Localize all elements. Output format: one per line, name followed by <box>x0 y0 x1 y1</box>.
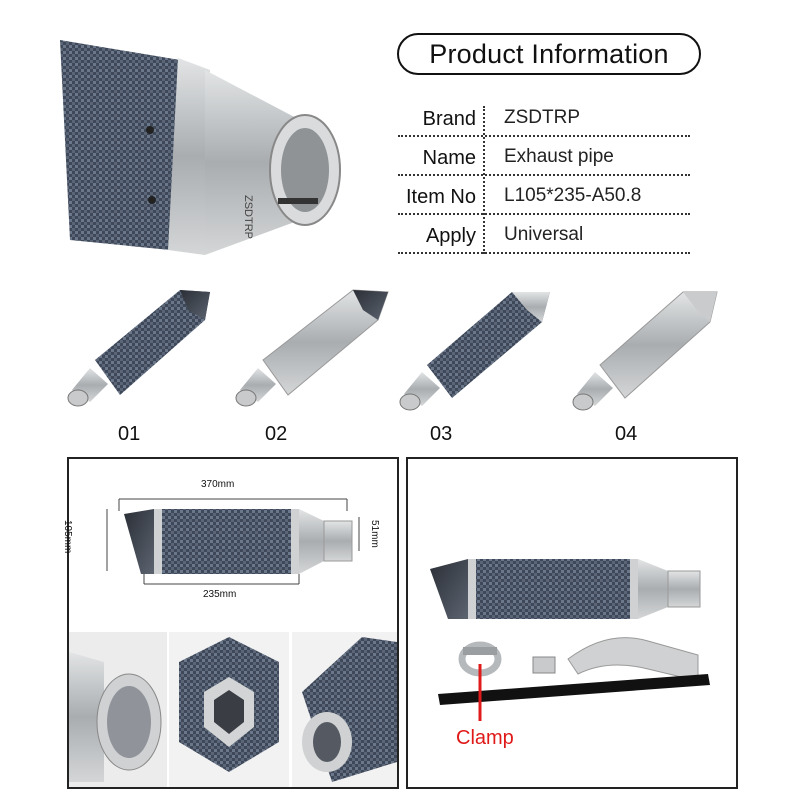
variant-image-01 <box>67 290 210 407</box>
dimension-inlet: 51mm <box>369 520 380 548</box>
info-row-apply: Apply Universal <box>398 215 690 254</box>
variant-label-04: 04 <box>615 423 638 445</box>
info-value: Exhaust pipe <box>504 146 614 167</box>
hero-muffler-image: ZSDTRP <box>60 40 341 255</box>
info-value: ZSDTRP <box>504 107 580 128</box>
clamp-label: Clamp <box>456 727 514 749</box>
dimension-total-length: 370mm <box>201 479 235 490</box>
dimension-height: 105mm <box>62 520 73 554</box>
info-key: Item No <box>405 186 476 208</box>
variant-label-02: 02 <box>265 423 288 445</box>
dimension-diagram <box>106 498 360 585</box>
variant-image-04 <box>572 291 718 411</box>
product-info-title: Product Information <box>397 33 701 75</box>
variant-image-02 <box>235 289 389 407</box>
info-key: Name <box>422 147 476 169</box>
product-info-table: Brand ZSDTRP Name Exhaust pipe Item No L… <box>398 98 690 254</box>
variant-image-03 <box>399 292 550 411</box>
variant-label-01: 01 <box>118 423 141 445</box>
detail-photo-outlet-angle <box>292 632 397 787</box>
info-key: Apply <box>425 225 476 247</box>
info-value: L105*235-A50.8 <box>504 185 642 206</box>
info-value: Universal <box>504 224 584 245</box>
table-divider <box>483 106 485 254</box>
info-row-name: Name Exhaust pipe <box>398 137 690 176</box>
detail-photo-inlet <box>69 632 167 787</box>
variant-label-03: 03 <box>430 423 453 445</box>
info-row-brand: Brand ZSDTRP <box>398 98 690 137</box>
logo-text: ZSDTRP <box>242 195 254 239</box>
info-row-item-no: Item No L105*235-A50.8 <box>398 176 690 215</box>
accessories-panel <box>406 457 738 789</box>
detail-photo-outlet-front <box>169 632 289 787</box>
accessories-image <box>430 559 710 721</box>
dimension-body-length: 235mm <box>203 589 237 600</box>
info-key: Brand <box>422 108 476 130</box>
